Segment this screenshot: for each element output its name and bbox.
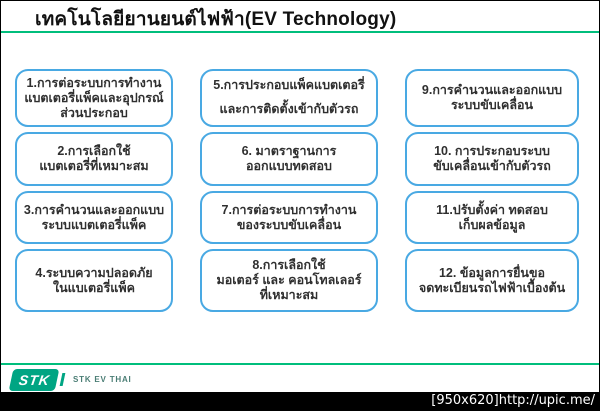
topic-box-9-label: 9.การคำนวนและออกแบบ ระบบขับเคลื่อน bbox=[421, 83, 563, 112]
stk-logo-badge: STK bbox=[8, 368, 60, 391]
footer: STK STK EV THAI bbox=[1, 365, 599, 394]
brand-label: STK EV THAI bbox=[73, 375, 132, 384]
topic-box-10: 10. การประกอบระบบ ขับเคลื่อนเข้ากับตัวรถ bbox=[405, 132, 579, 186]
topic-box-5: 5.การประกอบแพ็คแบตเตอรี่ และการติดตั้งเข… bbox=[200, 69, 378, 127]
stk-logo-divider bbox=[59, 373, 66, 386]
topic-box-2-label: 2.การเลือกใช้ แบตเตอรี่ที่เหมาะสม bbox=[39, 144, 149, 173]
topic-box-8-label: 8.การเลือกใช้ มอเตอร์ และ คอนโทลเลอร์ ที… bbox=[216, 258, 362, 302]
watermark-bar: [950x620]http://upic.me/ bbox=[1, 392, 599, 410]
topic-box-6-label: 6. มาตราฐานการ ออกแบบทดสอบ bbox=[241, 144, 337, 173]
topic-box-4-label: 4.ระบบความปลอดภัย ในแบเตอรี่แพ็ค bbox=[35, 265, 153, 295]
topic-box-1-label: 1.การต่อระบบการทำงาน แบตเตอรี่แพ็คและอุป… bbox=[24, 75, 164, 120]
topic-box-7-label: 7.การต่อระบบการทำงาน ของระบบขับเคลื่อน bbox=[221, 202, 357, 232]
topic-box-5-label: 5.การประกอบแพ็คแบตเตอรี่ และการติดตั้งเข… bbox=[213, 78, 365, 116]
topic-box-3-label: 3.การคำนวนและออกแบบ ระบบแบตเตอรี่แพ็ค bbox=[23, 202, 165, 232]
topic-grid: 1.การต่อระบบการทำงาน แบตเตอรี่แพ็คและอุป… bbox=[15, 69, 579, 312]
topic-box-11-label: 11.ปรับตั้งค่า ทดสอบ เก็บผลข้อมูล bbox=[436, 202, 548, 232]
topic-box-1: 1.การต่อระบบการทำงาน แบตเตอรี่แพ็คและอุป… bbox=[15, 69, 173, 127]
topic-box-4: 4.ระบบความปลอดภัย ในแบเตอรี่แพ็ค bbox=[15, 249, 173, 312]
page-title: เทคโนโลยียานยนต์ไฟฟ้า(EV Technology) bbox=[35, 9, 397, 30]
topic-box-9: 9.การคำนวนและออกแบบ ระบบขับเคลื่อน bbox=[405, 69, 579, 127]
topic-box-3: 3.การคำนวนและออกแบบ ระบบแบตเตอรี่แพ็ค bbox=[15, 191, 173, 244]
topic-box-10-label: 10. การประกอบระบบ ขับเคลื่อนเข้ากับตัวรถ bbox=[433, 144, 551, 173]
footer-accent-line bbox=[1, 363, 599, 365]
watermark-text: [950x620]http://upic.me/ bbox=[431, 393, 595, 408]
stk-logo-text: STK bbox=[17, 371, 51, 388]
topic-box-6: 6. มาตราฐานการ ออกแบบทดสอบ bbox=[200, 132, 378, 186]
topic-box-11: 11.ปรับตั้งค่า ทดสอบ เก็บผลข้อมูล bbox=[405, 191, 579, 244]
topic-box-8: 8.การเลือกใช้ มอเตอร์ และ คอนโทลเลอร์ ที… bbox=[200, 249, 378, 312]
stk-logo: STK STK EV THAI bbox=[8, 368, 132, 391]
slide-title-bar: เทคโนโลยียานยนต์ไฟฟ้า(EV Technology) bbox=[1, 1, 599, 33]
topic-box-12: 12. ข้อมูลการยื่นขอ จดทะเบียนรถไฟฟ้าเบื้… bbox=[405, 249, 579, 312]
topic-box-7: 7.การต่อระบบการทำงาน ของระบบขับเคลื่อน bbox=[200, 191, 378, 244]
topic-box-2: 2.การเลือกใช้ แบตเตอรี่ที่เหมาะสม bbox=[15, 132, 173, 186]
topic-box-12-label: 12. ข้อมูลการยื่นขอ จดทะเบียนรถไฟฟ้าเบื้… bbox=[418, 265, 566, 295]
